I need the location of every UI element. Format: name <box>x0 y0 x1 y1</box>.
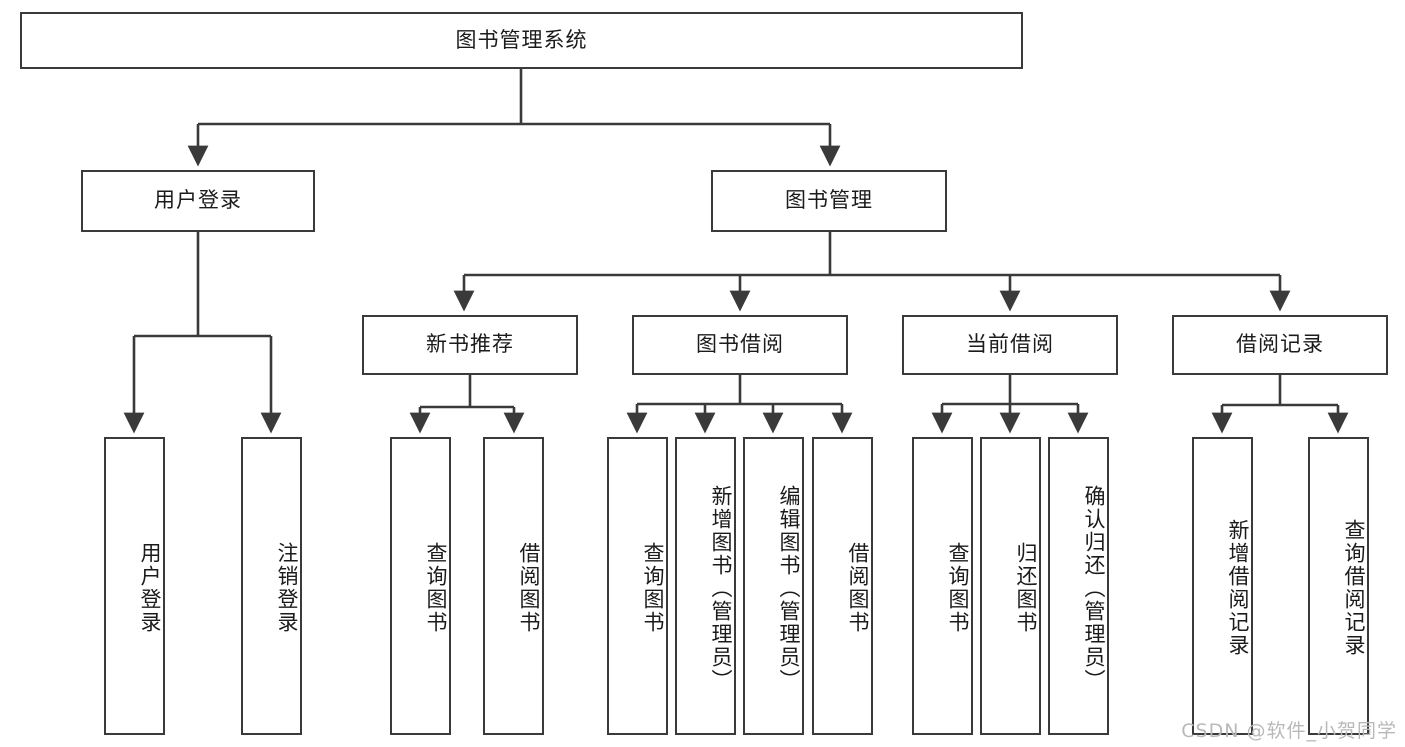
leaf-logout-login[interactable]: 注销登录 <box>241 437 302 735</box>
node-new-book-recommend[interactable]: 新书推荐 <box>362 315 578 375</box>
node-borrow-record[interactable]: 借阅记录 <box>1172 315 1388 375</box>
node-label: 注销登录 <box>275 542 299 634</box>
node-label: 当前借阅 <box>966 332 1054 357</box>
node-label: 查询图书 <box>424 542 448 634</box>
leaf-query-book-current[interactable]: 查询图书 <box>912 437 973 735</box>
node-label: 图书管理系统 <box>455 27 588 52</box>
node-user-login[interactable]: 用户登录 <box>81 170 315 232</box>
node-current-borrow[interactable]: 当前借阅 <box>902 315 1118 375</box>
node-label: 用户登录 <box>138 542 162 634</box>
leaf-borrow-book-recommend[interactable]: 借阅图书 <box>483 437 544 735</box>
leaf-add-borrow-record[interactable]: 新增借阅记录 <box>1192 437 1253 735</box>
leaf-query-book-borrow[interactable]: 查询图书 <box>607 437 668 735</box>
node-label: 查询图书 <box>641 542 665 634</box>
leaf-edit-book-admin[interactable]: 编辑图书（管理员） <box>743 437 804 735</box>
node-book-management-system[interactable]: 图书管理系统 <box>20 12 1023 69</box>
node-label: 归还图书 <box>1014 542 1038 634</box>
node-book-management[interactable]: 图书管理 <box>711 170 947 232</box>
leaf-confirm-return-admin[interactable]: 确认归还（管理员） <box>1048 437 1109 735</box>
leaf-add-book-admin[interactable]: 新增图书（管理员） <box>675 437 736 735</box>
node-label: 新书推荐 <box>426 332 514 357</box>
leaf-user-login[interactable]: 用户登录 <box>104 437 165 735</box>
csdn-watermark: CSDN @软件_小贺同学 <box>1181 720 1397 742</box>
leaf-return-book[interactable]: 归还图书 <box>980 437 1041 735</box>
leaf-query-borrow-record[interactable]: 查询借阅记录 <box>1308 437 1369 735</box>
node-label: 查询图书 <box>946 542 970 634</box>
node-label: 图书借阅 <box>696 332 784 357</box>
node-label: 用户登录 <box>154 188 242 213</box>
node-label: 新增借阅记录 <box>1226 519 1250 657</box>
node-label: 借阅记录 <box>1236 332 1324 357</box>
node-label: 借阅图书 <box>846 542 870 634</box>
leaf-borrow-book[interactable]: 借阅图书 <box>812 437 873 735</box>
node-label: 确认归还（管理员） <box>1082 484 1106 692</box>
node-book-borrow[interactable]: 图书借阅 <box>632 315 848 375</box>
node-label: 编辑图书（管理员） <box>777 484 801 692</box>
node-label: 新增图书（管理员） <box>709 484 733 692</box>
node-label: 图书管理 <box>785 188 873 213</box>
node-label: 查询借阅记录 <box>1342 519 1366 657</box>
node-label: 借阅图书 <box>517 542 541 634</box>
leaf-query-book-recommend[interactable]: 查询图书 <box>390 437 451 735</box>
